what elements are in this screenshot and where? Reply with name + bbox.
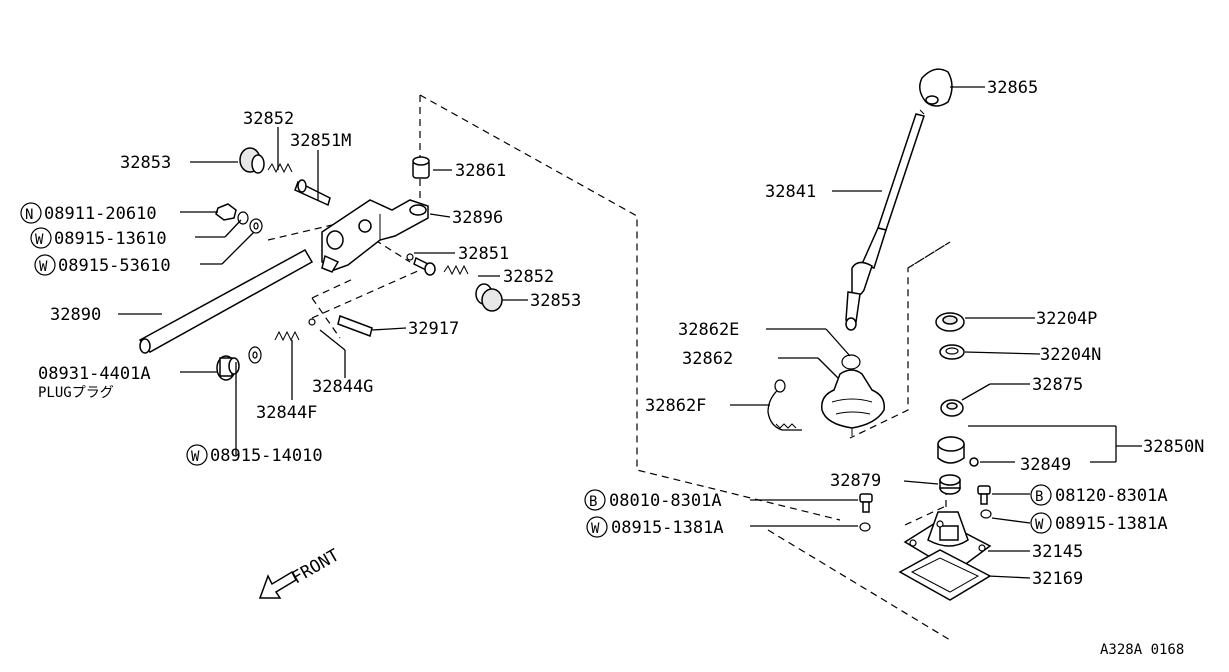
front-arrow: FRONT [258, 545, 343, 599]
lower-detent-assembly [274, 315, 373, 342]
label-32879: 32879 [830, 471, 881, 491]
label-08120-8301a: 08120-8301A [1055, 486, 1168, 506]
label-32844g: 32844G [312, 377, 373, 397]
label-32849: 32849 [1020, 455, 1071, 475]
label-plug: PLUGプラグ [38, 385, 114, 401]
label-32169: 32169 [1032, 569, 1083, 589]
boot-32862 [821, 354, 885, 436]
label-32204p: 32204P [1036, 309, 1097, 329]
marker-w-letter: W [591, 521, 600, 537]
label-32204n: 32204N [1040, 345, 1101, 365]
diagram-code: A328A 0168 [1100, 642, 1184, 658]
marker-b-08010: B [584, 489, 606, 511]
knob-32865 [919, 68, 953, 107]
part-labels: 32865 32841 32852 32851M 32853 32861 089… [38, 78, 1204, 658]
label-32865: 32865 [987, 78, 1038, 98]
bracket-32896 [321, 199, 429, 273]
marker-w-08915-53610: W [34, 254, 56, 276]
label-32841: 32841 [765, 182, 816, 202]
label-08915-1381a-left: 08915-1381A [611, 518, 724, 538]
bushing-32204p [935, 312, 965, 332]
label-32851: 32851 [458, 244, 509, 264]
ring-32204n [939, 344, 965, 360]
label-32852-top: 32852 [243, 109, 294, 129]
mid-detent-assembly [406, 253, 503, 312]
bolts-washers [859, 485, 992, 532]
marker-w-08915-14010: W [186, 444, 208, 466]
label-08010-8301a: 08010-8301A [609, 491, 722, 511]
label-32862e: 32862E [678, 320, 739, 340]
label-32862f: 32862F [645, 396, 706, 416]
spacer-32879 [939, 474, 961, 495]
marker-w-letter: W [191, 449, 200, 465]
label-08915-14010: 08915-14010 [210, 446, 323, 466]
label-32862: 32862 [682, 349, 733, 369]
label-32844f: 32844F [256, 403, 317, 423]
marker-w-letter: W [35, 232, 44, 248]
label-08915-53610: 08915-53610 [58, 256, 171, 276]
front-label: FRONT [289, 545, 343, 588]
label-32896: 32896 [452, 208, 503, 228]
rod-32890 [138, 248, 314, 354]
label-32145: 32145 [1032, 542, 1083, 562]
label-08911-20610: 08911-20610 [44, 204, 157, 224]
bush-32875 [940, 399, 964, 417]
marker-w-letter: W [1035, 517, 1044, 533]
seat-32850n [937, 436, 979, 467]
marker-b-letter: B [589, 494, 597, 510]
label-32875: 32875 [1032, 375, 1083, 395]
label-32917: 32917 [408, 319, 459, 339]
marker-n-08911: N [20, 202, 42, 224]
marker-b-08120: B [1030, 484, 1052, 506]
plug-washer [216, 346, 262, 381]
marker-w-08915-1381a-left: W [586, 516, 608, 538]
marker-n-letter: N [25, 207, 33, 223]
label-08915-13610: 08915-13610 [54, 229, 167, 249]
gasket-32169 [898, 549, 992, 601]
lever-32841 [845, 109, 925, 331]
label-32853-top: 32853 [120, 153, 171, 173]
marker-b-letter: B [1035, 489, 1043, 505]
leader-lines [118, 86, 1142, 579]
nut-washers-left [215, 203, 263, 234]
clip-32862f [767, 379, 802, 431]
label-08915-1381a-right: 08915-1381A [1055, 514, 1168, 534]
marker-w-08915-1381a-right: W [1030, 512, 1052, 534]
label-08931-4401a: 08931-4401A [38, 364, 151, 384]
marker-w-letter: W [39, 259, 48, 275]
marker-w-08915-13610: W [30, 227, 52, 249]
label-32852-mid: 32852 [503, 267, 554, 287]
label-32851m: 32851M [290, 131, 351, 151]
label-32850n: 32850N [1143, 437, 1204, 457]
label-32861: 32861 [455, 161, 506, 181]
top-detent-assembly [239, 147, 331, 207]
bushing-32861 [412, 156, 430, 179]
label-32890: 32890 [50, 305, 101, 325]
label-32853-mid: 32853 [530, 291, 581, 311]
